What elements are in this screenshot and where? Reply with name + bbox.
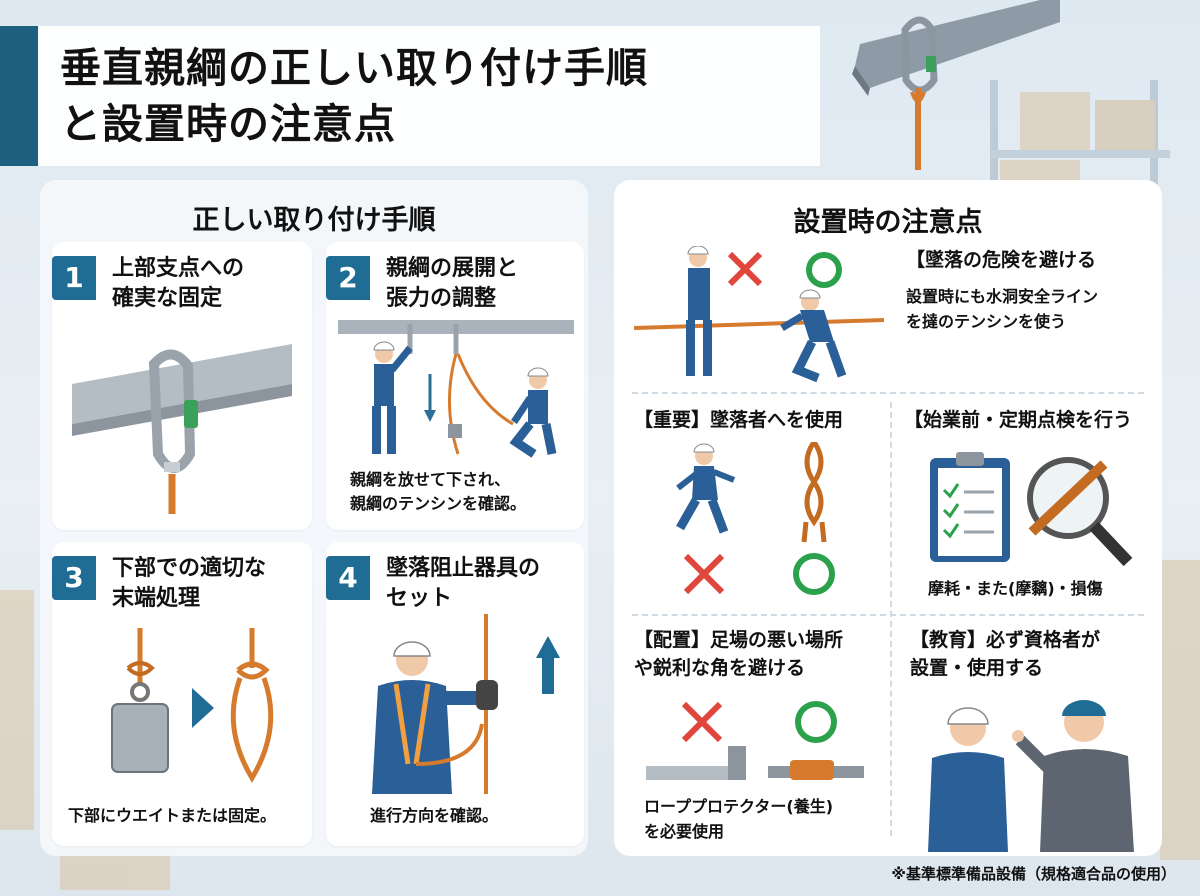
step-title-1: 上部支点への 確実な固定 [112,256,245,311]
step-card-4: 4 墜落阻止器具の セット 進行方向を確認。 [326,542,584,846]
rope-termination-illustration [111,628,274,783]
inspection-illustration [930,452,1133,567]
worker-icon [372,641,476,794]
education-illustration [928,700,1134,852]
step-caption-4: 進行方向を確認。 [370,806,499,825]
inspection-caption: 摩耗・また(摩黐)・損傷 [928,579,1103,598]
circle-mark-icon [795,701,837,743]
step-number-3: 3 [52,556,96,600]
title-banner: 垂直親綱の正しい取り付け手順 と設置時の注意点 [0,26,820,166]
arrow-up-icon [536,636,560,694]
placement-caption: ローププロテクター(養生) を必要使用 [644,797,834,841]
divider [632,392,1144,394]
circle-mark-icon [793,553,835,595]
cross-mark-icon [683,553,725,595]
worker-icon [928,707,1008,852]
circle-mark-icon [806,252,842,288]
worker-icon [1012,700,1134,852]
inspection-title: 【始業前・定期点検を行う [904,409,1133,431]
education-title: 【教育】必ず資格者が 設置・使用する [910,629,1101,679]
rope-protector [790,760,834,780]
cross-mark-icon [681,701,723,743]
rope-deploy-illustration [338,320,574,458]
clipboard-icon [930,452,1010,562]
step-number-4: 4 [326,556,370,600]
precautions-panel: 設置時の注意点 【墜落の危険を避ける 設置時にも水洞安全ライン を撻のテンシンを… [614,180,1162,856]
worker-icon [676,443,736,534]
magnifier-icon [1027,457,1133,567]
weight-icon [111,703,169,773]
worker-icon [780,289,847,382]
step-caption-2: 親綱を放せて下され、 親綱のテンシンを確認。 [350,470,527,513]
rope-knot-icon [230,628,274,783]
fall-risk-illustration [634,246,885,382]
step-number-2: 2 [326,256,370,300]
beam-carabiner-illustration [72,344,292,514]
important-title: 【重要】墜落者へを使用 [634,409,844,431]
fall-arrester-illustration [372,614,560,794]
arrow-right-icon [192,688,214,728]
precautions-heading: 設置時の注意点 [793,207,983,238]
step-title-3: 下部での適切な 末端処理 [112,556,267,611]
page-title-line-1: 垂直親綱の正しい取り付け手順 [60,44,648,92]
fall-title: 【墜落の危険を避ける [906,249,1097,271]
step-title-2: 親綱の展開と 張力の調整 [386,256,519,311]
cross-mark-icon [727,251,763,287]
procedure-heading: 正しい取り付け手順 [192,205,436,236]
step-caption-3: 下部にウエイトまたは固定。 [68,806,277,825]
step-card-1: 1 上部支点への 確実な固定 [52,242,312,530]
top-carabiner-icon [901,16,938,94]
step-card-2: 2 親綱の展開と 張力の調整 [326,242,584,530]
page-title-line-2: と設置時の注意点 [60,100,396,148]
placement-title: 【配置】足場の悪い場所 や鋭利な角を避ける [634,629,844,679]
step-title-4: 墜落阻止器具の セット [386,556,541,611]
rope-knot-icon [801,442,827,543]
footnote: ※基準標準備品設備（規格適合品の使用） [891,865,1176,883]
step-card-3: 3 下部での適切な 末端処理 下部にウエイトまたは固定。 [52,542,312,846]
rope-grab-device [476,680,498,710]
procedure-panel: 正しい取り付け手順 1 上部支点への 確実な固定 2 親綱の展開と 張力の調整 [40,180,588,856]
important-illustration [676,442,835,595]
fall-description: 設置時にも水洞安全ライン を撻のテンシンを使う [906,287,1099,331]
divider [890,402,892,836]
worker-icon [509,367,557,458]
worker-icon [686,246,712,376]
step-number-1: 1 [52,256,96,300]
placement-illustration [646,701,864,780]
divider [632,614,1144,616]
worker-icon [372,341,413,454]
